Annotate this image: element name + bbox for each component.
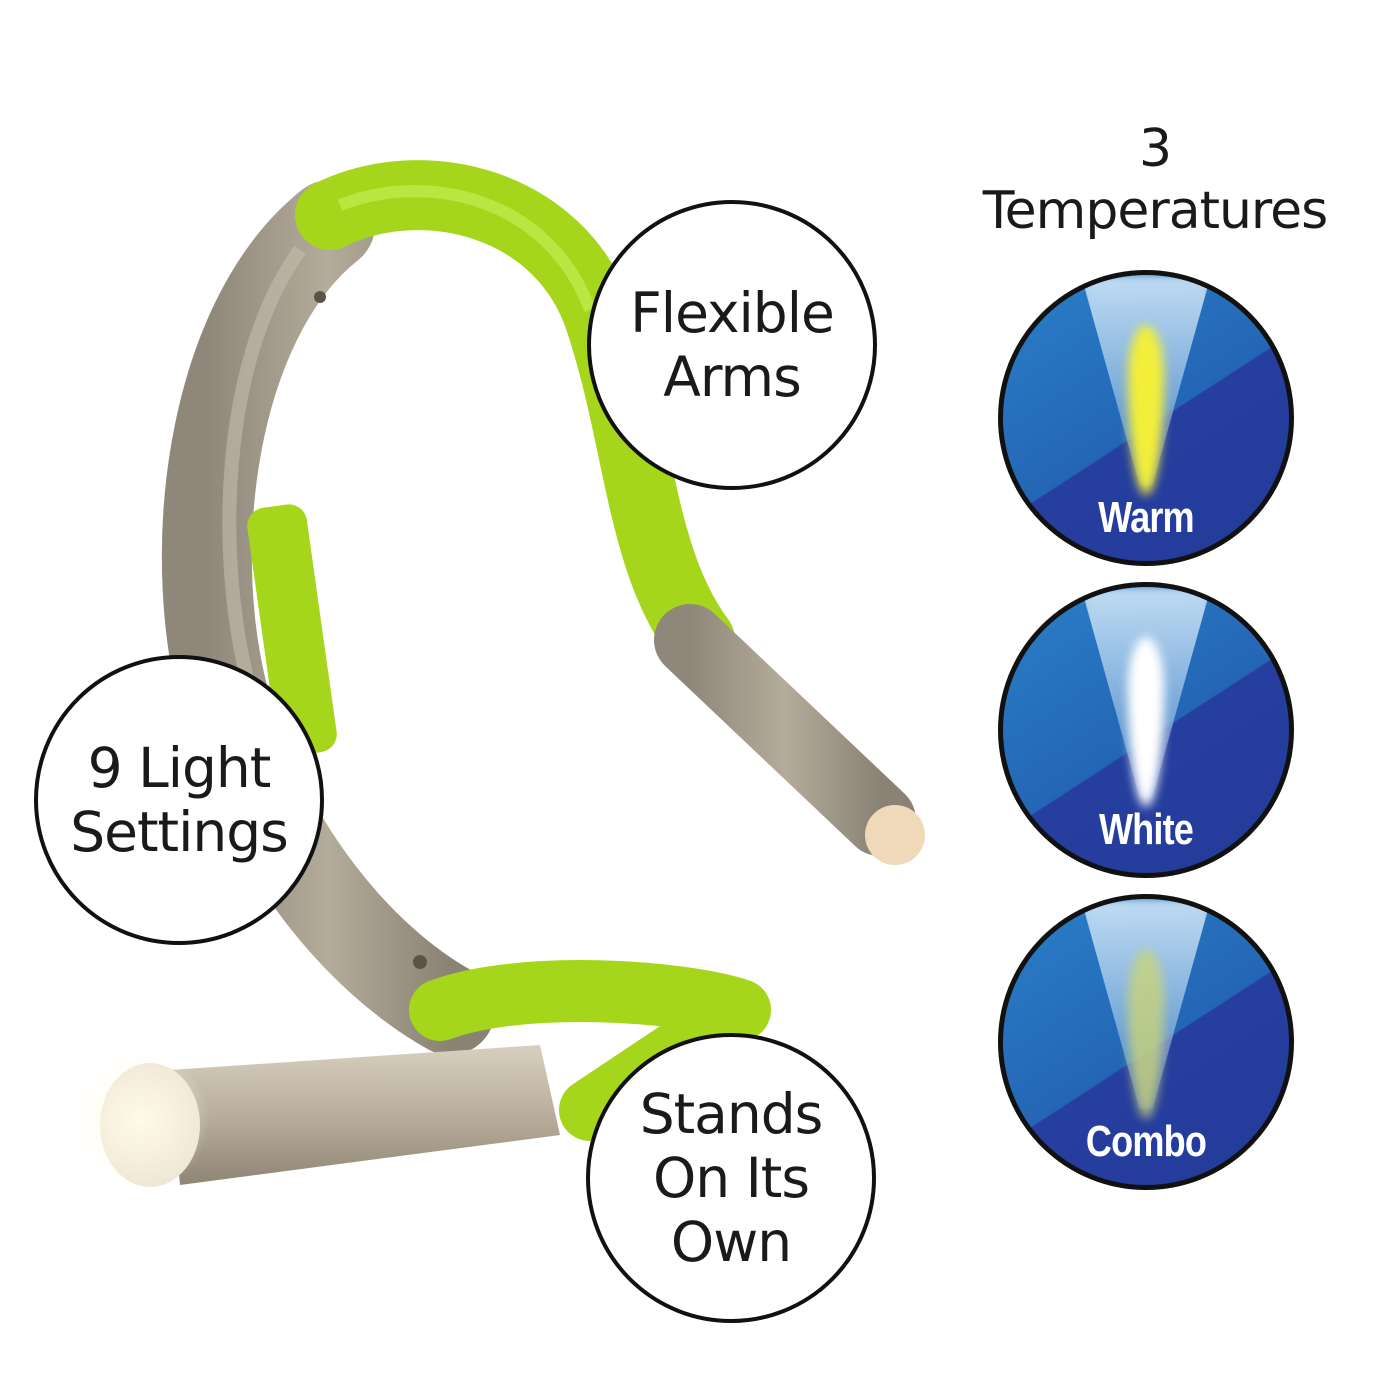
temperatures-heading: 3 Temperatures xyxy=(960,118,1350,242)
callout-line: Own xyxy=(670,1210,792,1274)
combo-light-core xyxy=(1128,949,1164,1119)
temperatures-label: Temperatures xyxy=(982,181,1328,241)
callout-stands-on-its-own: Stands On Its Own xyxy=(586,1033,876,1323)
lamp-head-upper xyxy=(654,604,916,856)
lamp-head-lower xyxy=(170,1045,560,1185)
callout-flexible-arms: Flexible Arms xyxy=(587,200,877,490)
callout-light-settings: 9 Light Settings xyxy=(34,655,324,945)
temperature-warm: Warm xyxy=(998,270,1294,566)
callout-line: 9 Light xyxy=(87,736,272,800)
callout-line: Flexible xyxy=(630,281,835,345)
white-light-core xyxy=(1128,637,1164,807)
callout-line: Settings xyxy=(70,800,289,864)
light-button-pad xyxy=(247,504,337,756)
temperature-combo: Combo xyxy=(998,894,1294,1190)
temperatures-count: 3 xyxy=(1138,119,1172,179)
warm-light-core xyxy=(1128,325,1164,495)
led-glow xyxy=(70,1050,210,1190)
temperature-white: White xyxy=(998,582,1294,878)
callout-line: Stands xyxy=(639,1082,824,1146)
flexible-arm-lower xyxy=(409,960,771,1141)
callout-line: On Its xyxy=(652,1146,810,1210)
temperature-label: Warm xyxy=(1098,493,1194,542)
temperature-label: White xyxy=(1098,805,1194,854)
temperature-label: Combo xyxy=(1085,1117,1207,1166)
callout-line: Arms xyxy=(663,345,802,409)
